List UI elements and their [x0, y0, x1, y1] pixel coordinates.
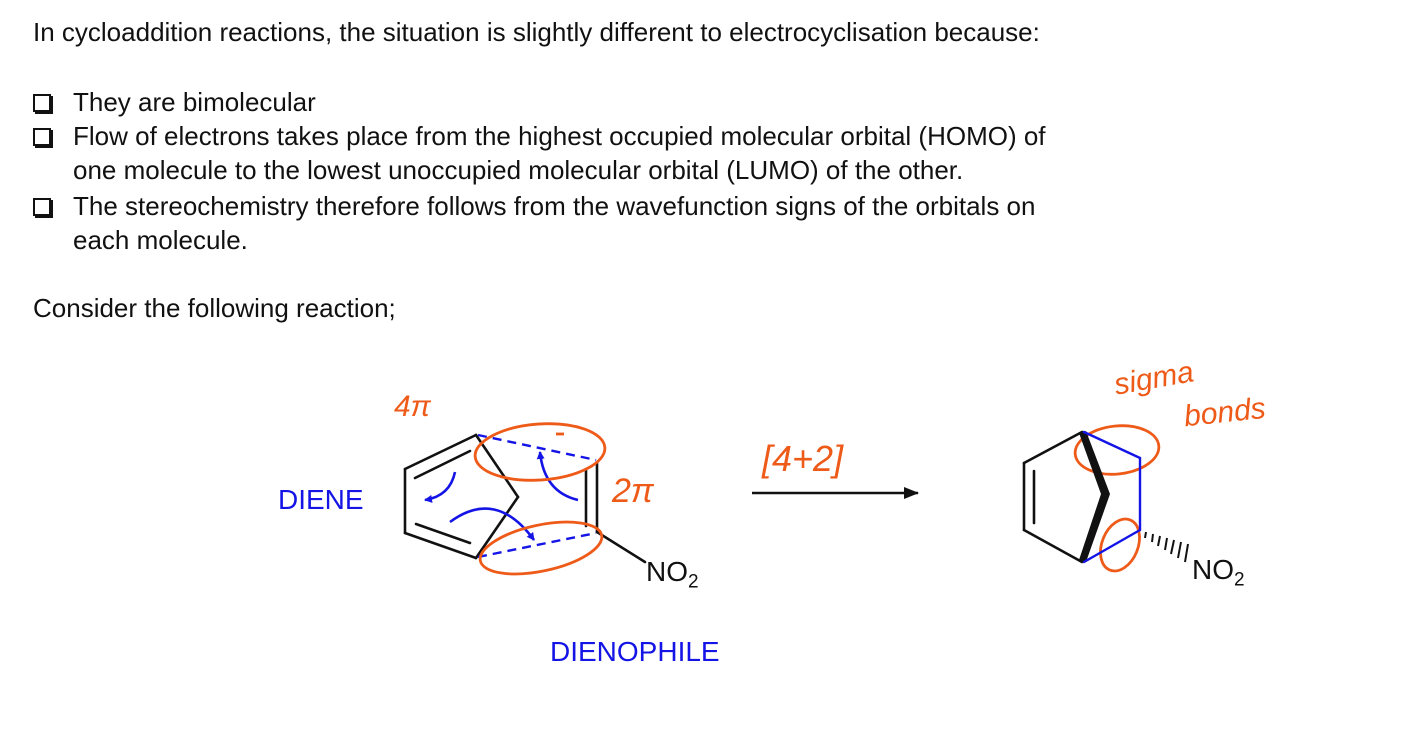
product-bridge-wedge: [1079, 431, 1110, 562]
bullet-text: The stereochemistry therefore follows fr…: [73, 191, 1036, 221]
diene-structure: [403, 433, 520, 560]
dienophile-pi-annotation: 2π: [612, 472, 654, 510]
intro-text: In cycloaddition reactions, the situatio…: [33, 17, 1040, 47]
product-structure: [1022, 430, 1084, 564]
product-new-sigma-bonds: [1082, 430, 1142, 564]
orbital-overlap-ovals: [473, 422, 1161, 576]
dienophile-label: DIENOPHILE: [550, 636, 720, 667]
bullet-text-continued: each molecule.: [73, 225, 248, 255]
dienophile-structure: [584, 460, 647, 564]
nitro-base: NO: [646, 556, 688, 587]
reactant-nitro-group: NO2: [646, 556, 699, 594]
diene-pi-annotation: 4π: [394, 390, 431, 423]
forming-bond-lines: [477, 433, 597, 559]
bullet-text-continued: one molecule to the lowest unoccupied mo…: [73, 155, 964, 185]
reaction-type-annotation: [4+2]: [762, 438, 844, 479]
checkbox-icon: [33, 198, 51, 216]
product-nitro-group: NO2: [1192, 554, 1245, 592]
nitro-subscript: 2: [688, 571, 699, 593]
diene-label: DIENE: [278, 484, 364, 515]
curly-arrows: [424, 451, 579, 541]
nitro-base: NO: [1192, 554, 1234, 585]
consider-text: Consider the following reaction;: [33, 293, 396, 323]
product-hash-bond: [1144, 531, 1189, 563]
checkbox-icon: [33, 128, 51, 146]
bullet-text: They are bimolecular: [73, 87, 316, 117]
checkbox-icon: [33, 94, 51, 112]
nitro-subscript: 2: [1234, 569, 1245, 591]
bullet-text: Flow of electrons takes place from the h…: [73, 121, 1046, 151]
